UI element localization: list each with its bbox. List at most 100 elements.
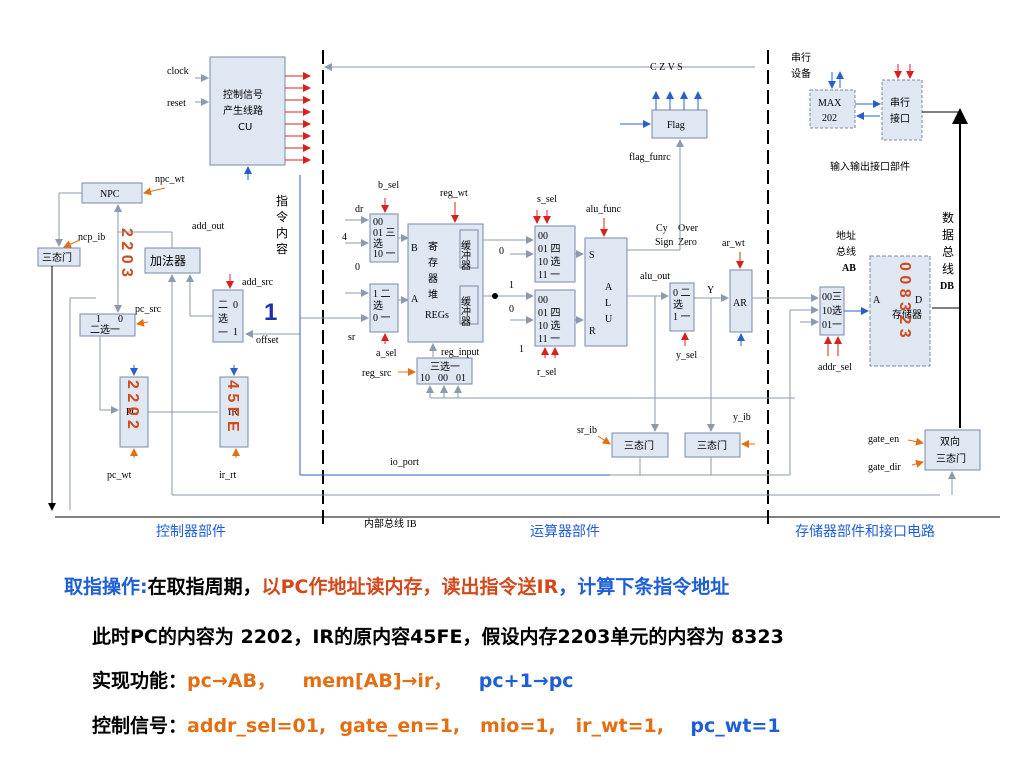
function-b: mem[AB]→ir， (302, 670, 453, 692)
sr-ib-label: sr_ib (577, 425, 597, 436)
fetch-head: 取指操作: (64, 576, 148, 598)
y-label: Y (707, 285, 714, 296)
svg-text:一: 一 (218, 328, 228, 339)
signal-addr-sel: addr_sel=01, (187, 715, 327, 737)
cu-line3: CU (238, 122, 252, 133)
tristate-sr-label: 三态门 (624, 439, 654, 452)
pc-src-label: pc_src (135, 304, 162, 315)
data-bus-5: DB (940, 281, 954, 292)
reset-label: reset (167, 98, 186, 109)
internal-bus-label: 内部总线 IB (364, 517, 417, 530)
clock-label: clock (167, 66, 189, 77)
addr-mux: 00三 10选 01一 (819, 286, 845, 336)
y-sel-label: y_sel (676, 350, 697, 361)
reg-src-label: reg_src (362, 368, 392, 379)
tristate-npc-label: 三态门 (42, 251, 72, 264)
svg-text:01 四: 01 四 (538, 308, 561, 319)
svg-text:0: 0 (509, 304, 514, 315)
data-bus-1: 数 (942, 210, 954, 225)
signal-mio: mio=1, (479, 715, 556, 737)
zero-flag-label: Zero (678, 237, 697, 248)
ir-label: IR (228, 407, 238, 418)
y-ib-label: y_ib (733, 412, 751, 423)
signals-line: 控制信号：addr_sel=01, gate_en=1, mio=1, ir_w… (92, 711, 781, 738)
ar-wt-label: ar_wt (722, 238, 745, 249)
memory: 存储器 A D (869, 255, 931, 367)
ar-register: AR (729, 269, 753, 333)
add-src-one: 1 (264, 299, 277, 326)
svg-text:1 二: 1 二 (373, 289, 391, 300)
fetch-b: 以PC作地址读内存，读出指令送IR (261, 576, 559, 598)
function-c: pc+1→pc (478, 670, 574, 692)
cu-control-outputs (285, 72, 311, 164)
reg-input-mux: 三选一 10 00 01 (416, 357, 473, 385)
svg-text:10 一: 10 一 (373, 249, 396, 260)
four-label: 4 (342, 232, 347, 243)
svg-text:10 选: 10 选 (538, 255, 561, 268)
tristate-npc (37, 247, 81, 267)
svg-text:11 一: 11 一 (538, 334, 560, 345)
svg-text:A: A (605, 282, 613, 293)
gate-dir-label: gate_dir (868, 462, 901, 473)
dr-label: dr (355, 204, 364, 215)
svg-text:选: 选 (218, 312, 228, 325)
memory-a: A (873, 295, 881, 306)
svg-text:L: L (605, 298, 611, 309)
serial-port: 串行 接口 (881, 79, 923, 141)
flag-register: Flag (651, 109, 708, 139)
memory-label: 存储器 (892, 308, 922, 321)
svg-text:R: R (589, 326, 596, 337)
max202: MAX 202 (809, 89, 856, 129)
svg-text:202: 202 (822, 113, 837, 124)
function-a: pc→AB， (187, 670, 276, 692)
svg-text:10选: 10选 (822, 304, 842, 317)
y-mux: 0 二 选 1 一 (669, 282, 695, 332)
alu-func-label: alu_func (586, 204, 622, 215)
addr-bus-l1: 地址 (836, 229, 856, 242)
addr-sel-label: addr_sel (818, 362, 852, 373)
over-label: Over (678, 223, 699, 234)
czvs-label: C Z V S (650, 62, 683, 73)
svg-text:00三: 00三 (822, 292, 842, 303)
svg-text:0: 0 (118, 314, 123, 325)
pc-label: PC (126, 407, 139, 418)
serial-device-2: 设备 (791, 67, 811, 80)
ir-value: 4 5 F E (224, 380, 241, 432)
cu-line1: 控制信号 (223, 88, 263, 101)
svg-text:MAX: MAX (818, 98, 842, 109)
svg-text:01 四: 01 四 (538, 244, 561, 255)
ncp-ib-label: ncp_ib (78, 232, 105, 243)
svg-text:二选一: 二选一 (90, 323, 120, 336)
pc-wt-label: pc_wt (107, 470, 132, 481)
ir-register: IR (219, 376, 249, 448)
addr-bus-l2: 总线 (836, 245, 856, 258)
svg-text:1: 1 (233, 327, 238, 338)
tristate-y-label: 三态门 (697, 439, 727, 452)
svg-text:1: 1 (519, 344, 524, 355)
svg-text:缓冲器: 缓冲器 (459, 295, 471, 327)
npc-value: 2 2 0 3 (118, 228, 135, 277)
data-bus-2: 据 (942, 228, 954, 242)
svg-text:0 二: 0 二 (673, 288, 691, 299)
svg-text:Flag: Flag (667, 120, 685, 131)
svg-text:U: U (605, 314, 613, 325)
svg-text:存: 存 (428, 256, 438, 269)
signals-head: 控制信号： (92, 715, 188, 737)
adder-src-mux: 二 选 一 0 1 (212, 289, 244, 343)
svg-text:11 一: 11 一 (538, 270, 560, 281)
state-line: 此时PC的内容为 2202，IR的原内容45FE，假设内存2203单元的内容为 … (92, 626, 784, 648)
svg-text:10 选: 10 选 (538, 319, 561, 332)
instr-char-2: 令 (276, 209, 288, 224)
flag-funrc-label: flag_funrc (629, 152, 671, 163)
npc-wt-label: npc_wt (155, 174, 185, 185)
instr-char-3: 内 (276, 226, 288, 240)
bidirectional-tristate: 双向 三态门 (924, 429, 981, 471)
fetch-c: ，计算下条指令地址 (558, 576, 730, 598)
r-mux: 00 01 四 10 选 11 一 (534, 289, 576, 347)
svg-text:01一: 01一 (822, 320, 842, 331)
alu-out-label: alu_out (640, 271, 670, 282)
reg-wt-label: reg_wt (440, 188, 468, 199)
cpu-datapath-diagram: C Z V S 控制信号 产生线路 CU clock reset 指 令 内 容… (37, 50, 1000, 540)
zero-label: 0 (355, 262, 360, 273)
